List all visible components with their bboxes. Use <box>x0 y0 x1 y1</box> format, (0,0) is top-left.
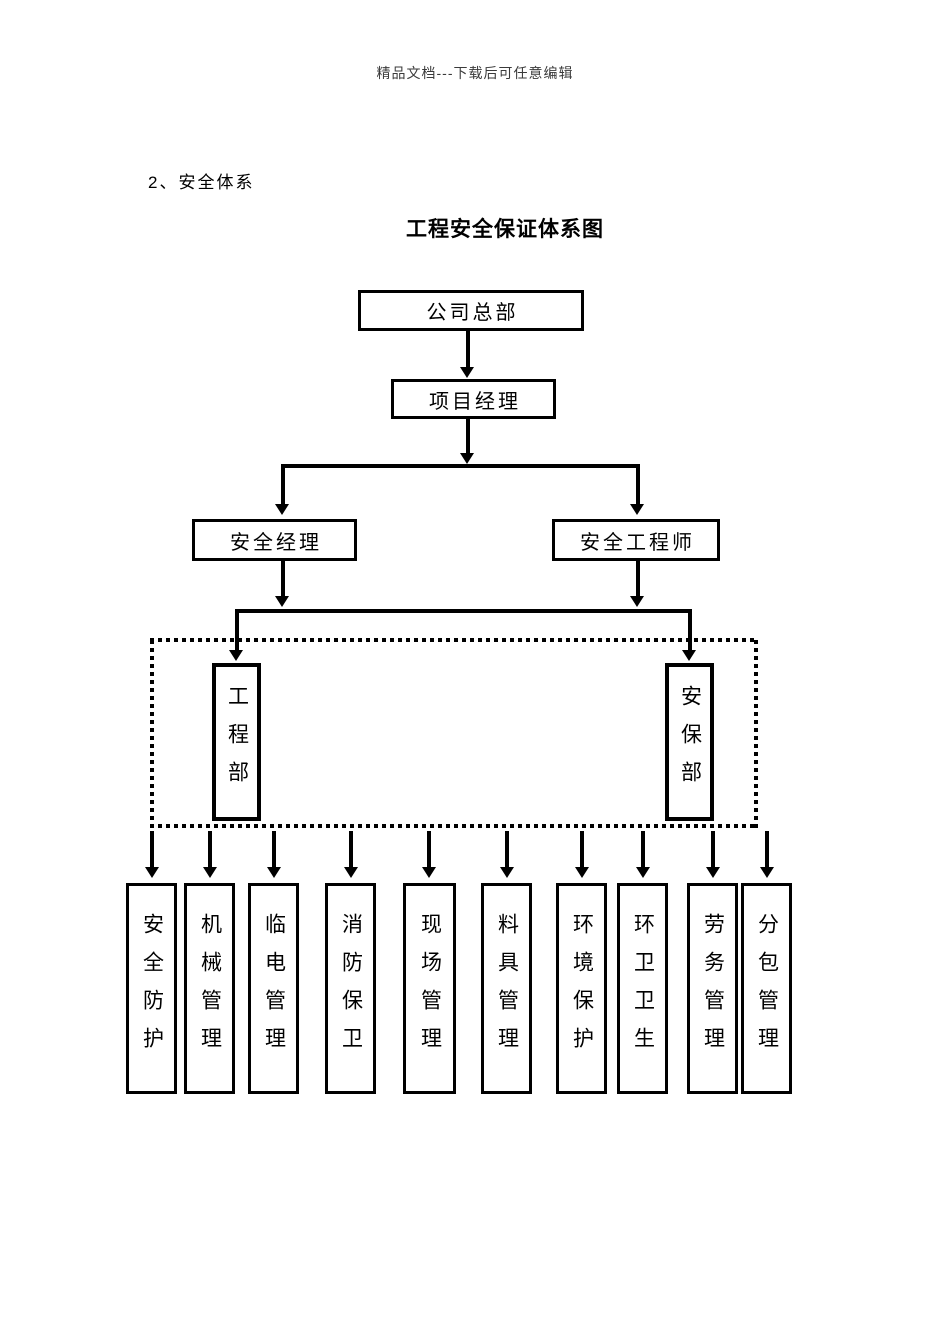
bottom-box-environmental-protection: 环境保护 <box>556 883 607 1094</box>
node-label: 安全工程师 <box>580 531 695 554</box>
arrow-down <box>706 867 720 878</box>
arrow-down <box>500 867 514 878</box>
bottom-box-machinery-management: 机械管理 <box>184 883 235 1094</box>
arrow-down <box>575 867 589 878</box>
connector-line <box>150 831 154 868</box>
node-project-manager: 项目经理 <box>391 379 556 419</box>
arrow-down <box>203 867 217 878</box>
node-company-headquarters: 公司总部 <box>358 290 584 331</box>
connector-line <box>711 831 715 868</box>
dotted-boundary-bottom <box>150 824 758 828</box>
arrow-down <box>760 867 774 878</box>
connector-line <box>235 613 239 651</box>
bottom-box-environmental-sanitation: 环卫卫生 <box>617 883 668 1094</box>
node-safety-engineer: 安全工程师 <box>552 519 720 561</box>
connector-line <box>505 831 509 868</box>
bottom-box-fire-protection-security: 消防保卫 <box>325 883 376 1094</box>
connector-line <box>235 609 692 613</box>
arrow-down <box>630 504 644 515</box>
arrow-down <box>275 596 289 607</box>
node-label: 工程部 <box>225 685 249 799</box>
node-safety-manager: 安全经理 <box>192 519 357 561</box>
connector-line <box>281 561 285 597</box>
connector-line <box>466 331 470 368</box>
arrow-down <box>630 596 644 607</box>
connector-line <box>281 464 640 468</box>
connector-line <box>641 831 645 868</box>
connector-line <box>580 831 584 868</box>
bottom-box-label: 消防保卫 <box>339 912 363 1065</box>
bottom-box-site-management: 现场管理 <box>403 883 456 1094</box>
arrow-down <box>145 867 159 878</box>
node-label: 公司总部 <box>426 302 519 324</box>
bottom-box-label: 现场管理 <box>418 912 442 1065</box>
bottom-box-safety-protection: 安全防护 <box>126 883 177 1094</box>
connector-line <box>272 831 276 868</box>
connector-line <box>636 464 640 505</box>
bottom-box-label: 劳务管理 <box>701 912 725 1065</box>
connector-line <box>765 831 769 868</box>
arrow-down <box>460 367 474 378</box>
bottom-box-label: 环境保护 <box>570 912 594 1065</box>
connector-line <box>349 831 353 868</box>
diagram-title: 工程安全保证体系图 <box>406 218 604 241</box>
bottom-box-labor-management: 劳务管理 <box>687 883 738 1094</box>
arrow-down <box>422 867 436 878</box>
node-label: 安全经理 <box>230 531 322 554</box>
node-label: 项目经理 <box>429 390 521 413</box>
bottom-box-label: 机械管理 <box>198 912 222 1065</box>
section-heading: 2、安全体系 <box>148 173 255 192</box>
bottom-box-label: 分包管理 <box>755 912 779 1065</box>
bottom-box-materials-management: 料具管理 <box>481 883 532 1094</box>
header-watermark: 精品文档---下载后可任意编辑 <box>376 65 574 81</box>
arrow-down <box>275 504 289 515</box>
node-engineering-dept: 工程部 <box>212 663 261 821</box>
arrow-down <box>636 867 650 878</box>
connector-line <box>208 831 212 868</box>
bottom-box-label: 环卫卫生 <box>631 912 655 1065</box>
bottom-box-label: 临电管理 <box>262 912 286 1065</box>
arrow-down <box>229 650 243 661</box>
connector-line <box>427 831 431 868</box>
node-label: 安保部 <box>678 685 702 799</box>
arrow-down <box>460 453 474 464</box>
arrow-down <box>682 650 696 661</box>
arrow-down <box>267 867 281 878</box>
connector-line <box>688 613 692 651</box>
bottom-box-subcontract-management: 分包管理 <box>741 883 792 1094</box>
connector-line <box>281 464 285 505</box>
dotted-boundary-left <box>150 638 154 828</box>
bottom-box-label: 安全防护 <box>140 912 164 1065</box>
bottom-box-temporary-electricity-management: 临电管理 <box>248 883 299 1094</box>
connector-line <box>466 419 470 454</box>
bottom-box-label: 料具管理 <box>495 912 519 1065</box>
connector-line <box>636 561 640 597</box>
arrow-down <box>344 867 358 878</box>
dotted-boundary-top <box>150 638 758 642</box>
dotted-boundary-right <box>754 638 758 828</box>
node-security-dept: 安保部 <box>665 663 714 821</box>
